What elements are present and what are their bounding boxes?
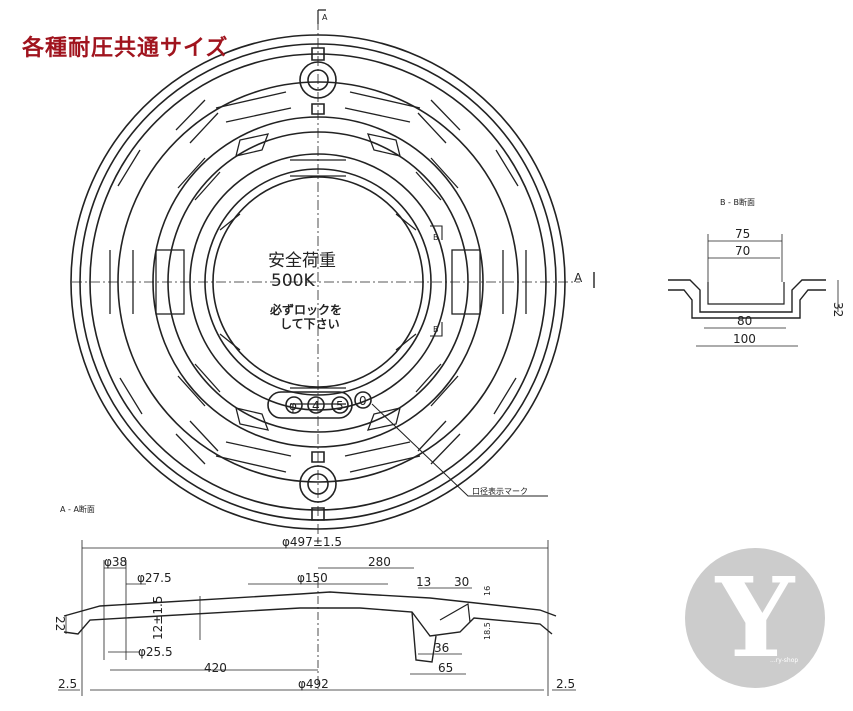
section-bb [668, 234, 839, 347]
load-rating-line1: 安全荷重 [268, 251, 336, 271]
dim-2-5-right: 2.5 [556, 677, 575, 691]
dim-d275: φ27.5 [137, 571, 172, 585]
b-mark-top: B [433, 233, 439, 242]
size-mark-callout: 口径表示マーク [472, 486, 528, 496]
size-mark-phi: φ [289, 399, 297, 413]
lock-warning-line2: して下さい [280, 317, 340, 331]
section-mark-top: A [322, 13, 328, 22]
section-bb-labels: B - B断面 75 70 32 80 100 [720, 197, 845, 346]
dim-bb-80: 80 [737, 314, 752, 328]
dim-d255: φ25.5 [138, 645, 173, 659]
logo-sub: ...ry-shop [770, 657, 798, 664]
dim-420: 420 [204, 661, 227, 675]
dim-30: 30 [454, 575, 469, 589]
plan-view [70, 9, 595, 540]
dim-d492: φ492 [298, 677, 329, 691]
plan-labels: A A 安全荷重 500K 必ずロックを して下さい φ 4 5 0 B B 口… [268, 13, 583, 496]
dim-18-5: 18.5 [483, 622, 492, 640]
dim-22: 22 [53, 616, 67, 631]
lock-warning-line1: 必ずロックを [269, 302, 342, 317]
section-bb-title: B - B断面 [720, 197, 755, 207]
section-aa-title: A - A断面 [60, 504, 95, 514]
logo-letter: Y [715, 553, 796, 682]
dim-d38: φ38 [104, 555, 127, 569]
dim-d497: φ497±1.5 [282, 535, 342, 549]
dim-bb-70: 70 [735, 244, 750, 258]
dim-12: 12±1.5 [151, 596, 165, 640]
dim-16: 16 [483, 586, 492, 596]
dim-bb-75: 75 [735, 227, 750, 241]
size-mark-0: 0 [359, 394, 367, 408]
page-title: 各種耐圧共通サイズ [22, 36, 229, 61]
dim-d150: φ150 [297, 571, 328, 585]
dim-280: 280 [368, 555, 391, 569]
section-aa [58, 540, 576, 696]
dim-bb-32: 32 [831, 302, 845, 317]
shop-logo: Y ...ry-shop [685, 548, 825, 688]
b-mark-bottom: B [433, 325, 439, 334]
section-aa-labels: A - A断面 φ497±1.5 φ38 φ27.5 φ150 280 13 3… [53, 504, 575, 691]
load-rating-line2: 500K [271, 271, 315, 291]
dim-65: 65 [438, 661, 453, 675]
dim-13: 13 [416, 575, 431, 589]
size-mark-4: 4 [312, 399, 320, 413]
dim-36: 36 [434, 641, 449, 655]
size-mark-5: 5 [336, 399, 344, 413]
dim-2-5-left: 2.5 [58, 677, 77, 691]
section-mark-right: A [574, 271, 583, 285]
dim-bb-100: 100 [733, 332, 756, 346]
